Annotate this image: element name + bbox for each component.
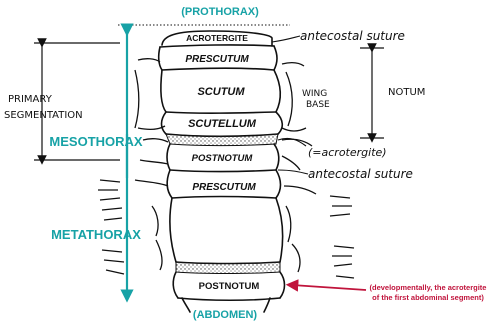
annot-base: BASE [306,100,330,110]
label-scutum: SCUTUM [197,86,245,98]
region-metathorax: METATHORAX [51,227,141,242]
left-side-sclerites [98,58,169,275]
annot-segmentation: SEGMENTATION [4,110,83,121]
note-line-1: (developmentally, the acrotergite [370,283,487,292]
label-prescutum-1: PRESCUTUM [185,54,249,65]
red-pointer-arrow [285,279,367,292]
primary-segmentation-bracket [34,38,120,165]
label-postnotum-1: POSTNOTUM [192,153,254,164]
label-prescutum-2: PRESCUTUM [192,182,256,193]
stipple-band-1 [165,133,279,146]
label-acrotergite: ACROTERGITE [186,33,248,43]
label-scutellum: SCUTELLUM [188,118,257,130]
leader-lines [271,35,309,175]
region-mesothorax: MESOTHORAX [49,134,143,149]
right-side-sclerites [281,62,355,279]
annot-antecostal-1: antecostal suture [300,29,405,43]
annot-wing: WING [302,89,327,99]
annot-antecostal-2: antecostal suture [308,167,413,181]
label-postnotum-2: POSTNOTUM [199,281,260,292]
region-prothorax: (PROTHORAX) [181,6,259,18]
stipple-band-2 [175,261,281,274]
region-abdomen: (ABDOMEN) [193,309,257,321]
note-line-2: of the first abdominal segment) [372,293,484,302]
notum-bracket [360,43,384,143]
annot-acrotergite-eq: (=acrotergite) [308,146,387,159]
annot-primary: PRIMARY [8,94,53,105]
annot-notum: NOTUM [388,87,425,98]
